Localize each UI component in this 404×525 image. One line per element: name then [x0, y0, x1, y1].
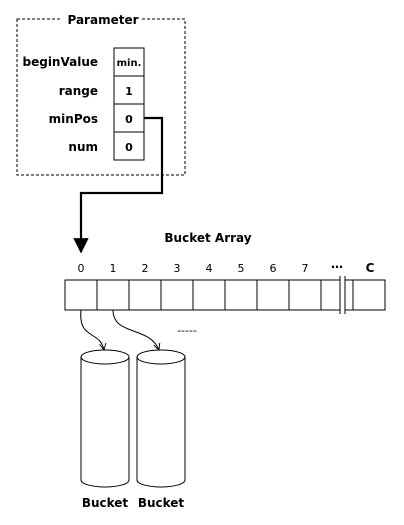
- param-name-beginvalue: beginValue: [23, 55, 99, 69]
- bucket-2: [136, 349, 186, 488]
- array-index-3: 3: [174, 262, 181, 275]
- array-cell-6: [256, 279, 290, 311]
- bucket-2-body: [136, 357, 186, 488]
- bucket-array: Bucket Array 0 1 2 3 4 5 6 7 … C: [64, 231, 386, 314]
- bucket-label-1: Bucket: [82, 496, 129, 510]
- param-cell-beginvalue: [113, 47, 145, 77]
- array-cell-0: [64, 279, 98, 311]
- array-index-7: 7: [302, 262, 309, 275]
- array-cell-c: [352, 279, 386, 311]
- array-cell-gap: [321, 276, 341, 314]
- param-name-minpos: minPos: [49, 112, 98, 126]
- param-value-num: 0: [125, 141, 133, 154]
- bucket-label-2: Bucket: [138, 496, 185, 510]
- array-cell-1: [96, 279, 130, 311]
- array-cell-5: [224, 279, 258, 311]
- bucket-array-title: Bucket Array: [164, 231, 251, 245]
- parameter-panel: Parameter beginValue range minPos num mi…: [16, 10, 186, 176]
- array-cell-4: [192, 279, 226, 311]
- array-index-2: 2: [142, 262, 149, 275]
- array-index-5: 5: [238, 262, 245, 275]
- array-index-c: C: [366, 261, 375, 275]
- parameter-title: Parameter: [67, 13, 138, 27]
- parameter-frame: [16, 18, 186, 176]
- array-index-0: 0: [78, 262, 85, 275]
- param-name-num: num: [68, 140, 98, 154]
- cell0-to-bucket-arrow: [80, 309, 104, 350]
- bucket-1-top: [80, 349, 130, 365]
- array-cell-7: [288, 279, 322, 311]
- param-name-range: range: [59, 84, 98, 98]
- param-value-minpos: 0: [125, 113, 133, 126]
- bucket-2-top: [136, 349, 186, 365]
- array-index-4: 4: [206, 262, 213, 275]
- array-cell-3: [160, 279, 194, 311]
- array-index-ellipsis: …: [331, 257, 343, 271]
- param-value-beginvalue: min.: [117, 58, 142, 69]
- cell1-to-bucket-arrow: [112, 309, 159, 350]
- param-value-range: 1: [125, 85, 133, 98]
- array-index-1: 1: [110, 262, 117, 275]
- bucket-1-body: [80, 357, 130, 488]
- bucket-1: [80, 349, 130, 488]
- parameter-title-backdrop: [62, 10, 142, 28]
- array-cell-2: [128, 279, 162, 311]
- minpos-pointer-arrow: [73, 116, 164, 254]
- array-cell-gap-right: [344, 276, 353, 314]
- array-index-6: 6: [270, 262, 277, 275]
- more-buckets-dashes: -----: [177, 324, 197, 337]
- param-cell-num: [113, 131, 145, 161]
